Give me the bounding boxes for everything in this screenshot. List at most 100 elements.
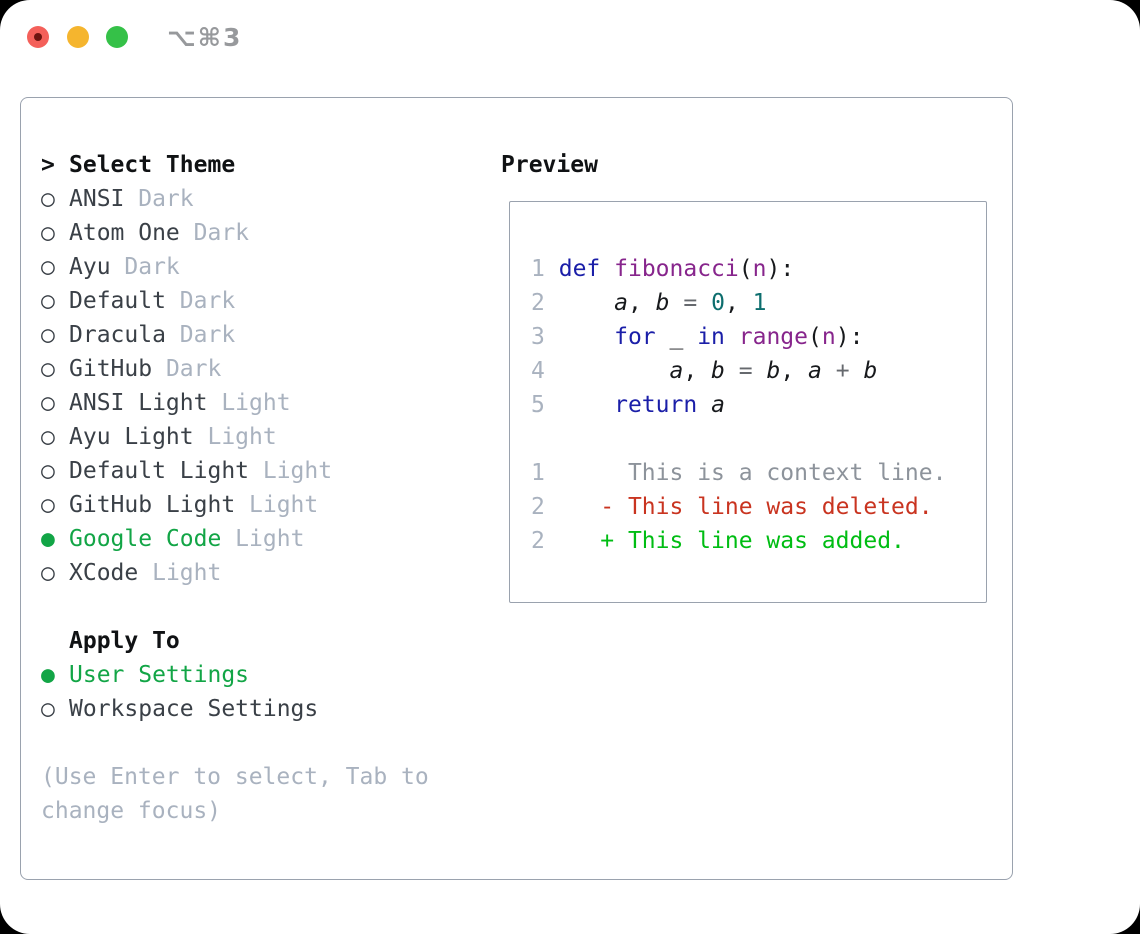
minimize-button[interactable] [67,26,89,48]
code-token: return [614,392,698,418]
radio-icon: ○ [41,492,55,518]
option-name: GitHub [69,356,153,382]
code-token [545,528,600,554]
theme-variant-label: Dark [179,220,250,246]
code-token [600,256,614,282]
code-token: + This line was added. [600,528,905,554]
option-name: Ayu [69,254,111,280]
theme-option[interactable]: ○Ayu Light Light [41,420,491,454]
code-token: 1 [531,460,545,486]
code-token: range [738,324,809,350]
radio-icon: ○ [41,322,55,348]
code-token: fibonacci [614,256,739,282]
select-theme-label: Select Theme [69,152,236,178]
code-token: def [558,256,601,282]
radio-icon: ○ [41,560,55,586]
close-button[interactable] [27,26,49,48]
code-token [545,460,628,486]
theme-variant-label: Light [138,560,222,586]
option-name: User Settings [69,662,250,688]
code-token: = [738,358,753,384]
preview-line: 2 + This line was added. [531,524,986,558]
preview-line: 3 for _ in range(n): [531,320,986,354]
theme-option[interactable]: ○ANSI Dark [41,182,491,216]
apply-to-list: ●User Settings○Workspace Settings [41,658,491,726]
code-token: ): [766,256,795,282]
code-token [545,392,614,418]
radio-icon: ○ [41,696,55,722]
code-token: 2 [531,494,545,520]
code-token: for [614,324,656,350]
hint-line-1: (Use Enter to select, Tab to [41,764,429,790]
code-token [753,358,767,384]
code-token: 2 [531,290,545,316]
theme-variant-label: Light [207,390,291,416]
option-name: Atom One [69,220,180,246]
code-token: = [683,290,698,316]
maximize-button[interactable] [106,26,128,48]
code-token: 0 [711,290,725,316]
code-token [822,358,836,384]
theme-option[interactable]: ●Google Code Light [41,522,491,556]
option-name: Default [69,288,166,314]
code-token [545,358,670,384]
preview-line: 1 This is a context line. [531,456,986,490]
theme-option[interactable]: ○Ayu Dark [41,250,491,284]
theme-option[interactable]: ○Default Light Light [41,454,491,488]
radio-icon: ○ [41,356,55,382]
theme-option[interactable]: ○Default Dark [41,284,491,318]
code-token: ( [808,324,822,350]
code-token: b [766,358,781,384]
theme-option[interactable]: ○Dracula Dark [41,318,491,352]
theme-list: ○ANSI Dark○Atom One Dark○Ayu Dark○Defaul… [41,182,491,590]
code-token [545,290,614,316]
option-name: Ayu Light [69,424,194,450]
prompt-icon: > [41,152,55,178]
theme-variant-label: Light [193,424,277,450]
code-token: n [752,256,767,282]
code-token: in [697,324,725,350]
theme-variant-label: Light [249,458,333,484]
theme-variant-label: Dark [165,288,236,314]
code-token: 4 [531,358,545,384]
theme-option[interactable]: ○ Atom One Dark [41,216,491,250]
code-token: ( [738,256,753,282]
apply-to-option[interactable]: ○Workspace Settings [41,692,491,726]
theme-variant-label: Dark [124,186,194,212]
select-theme-header: > Select Theme [41,148,491,182]
code-token: b [711,358,725,384]
code-token [725,324,739,350]
code-token: a [669,358,684,384]
theme-variant-label: Dark [152,356,222,382]
theme-option[interactable]: ○ GitHub Dark [41,352,491,386]
preview-line: 5 return a [531,388,986,422]
option-name: Dracula [69,322,166,348]
hint-line-2: change focus) [41,798,222,824]
preview-line: 4 a, b = b, a + b [531,354,986,388]
theme-option[interactable]: ○XCode Light [41,556,491,590]
preview-header: Preview [501,152,598,178]
apply-to-header: Apply To [41,624,491,658]
code-token [850,358,864,384]
code-token [697,392,711,418]
radio-icon: ○ [41,186,55,212]
theme-variant-label: Light [221,526,305,552]
radio-icon: ○ [41,220,55,246]
code-token: + [835,358,850,384]
code-token: This is a context line. [627,460,947,486]
code-token [545,494,600,520]
apply-to-option[interactable]: ●User Settings [41,658,491,692]
option-name: ANSI Light [69,390,208,416]
spacer [41,590,491,624]
theme-variant-label: Light [235,492,319,518]
code-token: 5 [531,392,545,418]
code-token: a [614,290,628,316]
theme-option[interactable]: ○ANSI Light Light [41,386,491,420]
code-token: 1 [531,256,545,282]
code-token: , [780,358,809,384]
code-token: , [724,290,753,316]
theme-variant-label: Dark [110,254,180,280]
code-token: b [655,290,670,316]
theme-option[interactable]: ○GitHub Light Light [41,488,491,522]
